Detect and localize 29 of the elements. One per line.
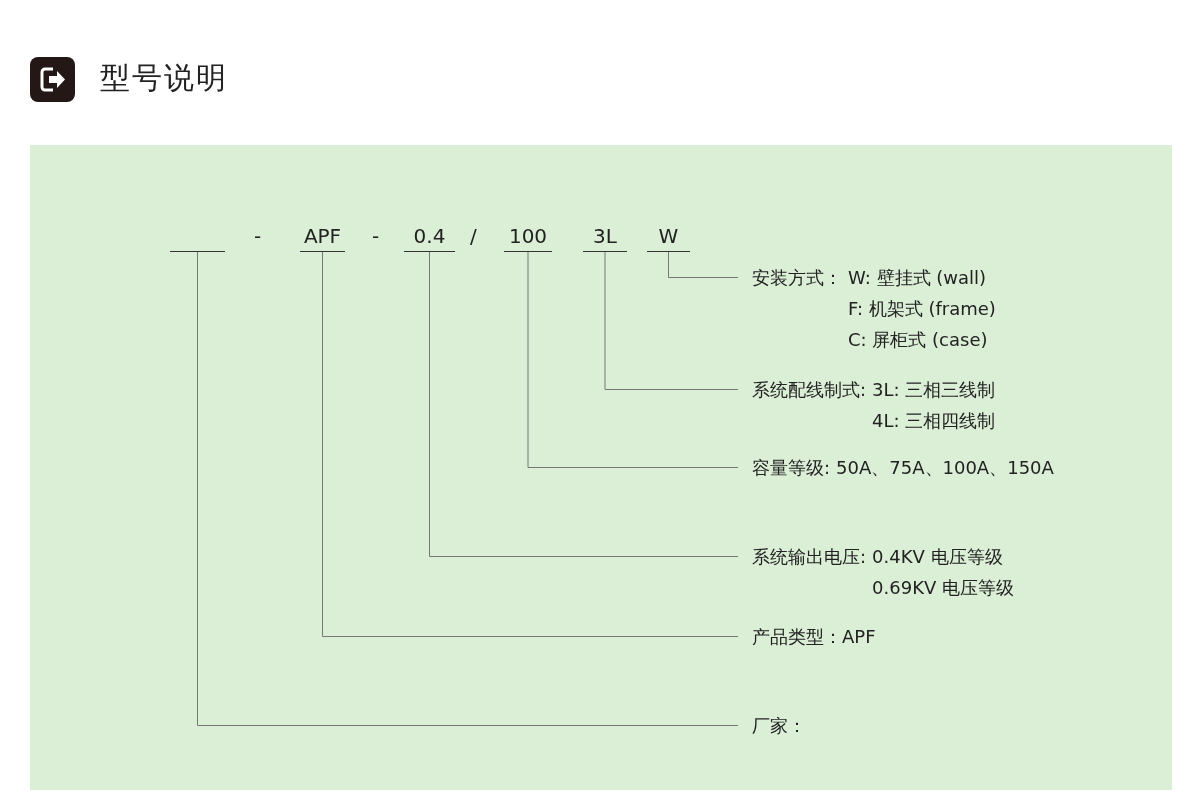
leader-line	[322, 251, 739, 637]
separator-mark: -	[372, 223, 380, 250]
separator-mark: /	[470, 223, 477, 250]
option-text: 3L: 三相三线制	[872, 378, 996, 402]
option-text: W: 壁挂式 (wall)	[848, 266, 988, 290]
leader-line	[668, 251, 739, 278]
model-code-segment: 0.4	[404, 222, 455, 252]
leader-line	[604, 251, 739, 390]
model-code-segment: APF	[300, 222, 345, 252]
description-text: 厂家：	[738, 710, 806, 741]
option-text: 0.4KV 电压等级	[872, 545, 1004, 569]
option-text: 4L: 三相四线制	[872, 409, 996, 433]
description-heading: 容量等级:	[752, 456, 831, 480]
leader-line	[197, 251, 739, 726]
option-text: 0.69KV 电压等级	[872, 576, 1014, 600]
description-heading: 系统配线制式:	[752, 378, 867, 402]
description-heading: 系统输出电压:	[752, 545, 867, 569]
model-code-segment: 3L	[583, 222, 627, 252]
option-text: F: 机架式 (frame)	[848, 297, 996, 321]
model-code-segment: 100	[504, 222, 552, 252]
leader-line	[527, 251, 739, 468]
separator-mark: -	[254, 223, 262, 250]
description-text: 产品类型：APF	[738, 621, 876, 652]
leader-line	[429, 251, 739, 557]
option-text: 50A、75A、100A、150A	[836, 456, 1054, 480]
title: 型号说明	[100, 59, 228, 97]
description-heading: 安装方式：	[752, 266, 842, 290]
option-text: C: 屏柜式 (case)	[848, 328, 989, 352]
model-code-segment: W	[647, 222, 690, 252]
